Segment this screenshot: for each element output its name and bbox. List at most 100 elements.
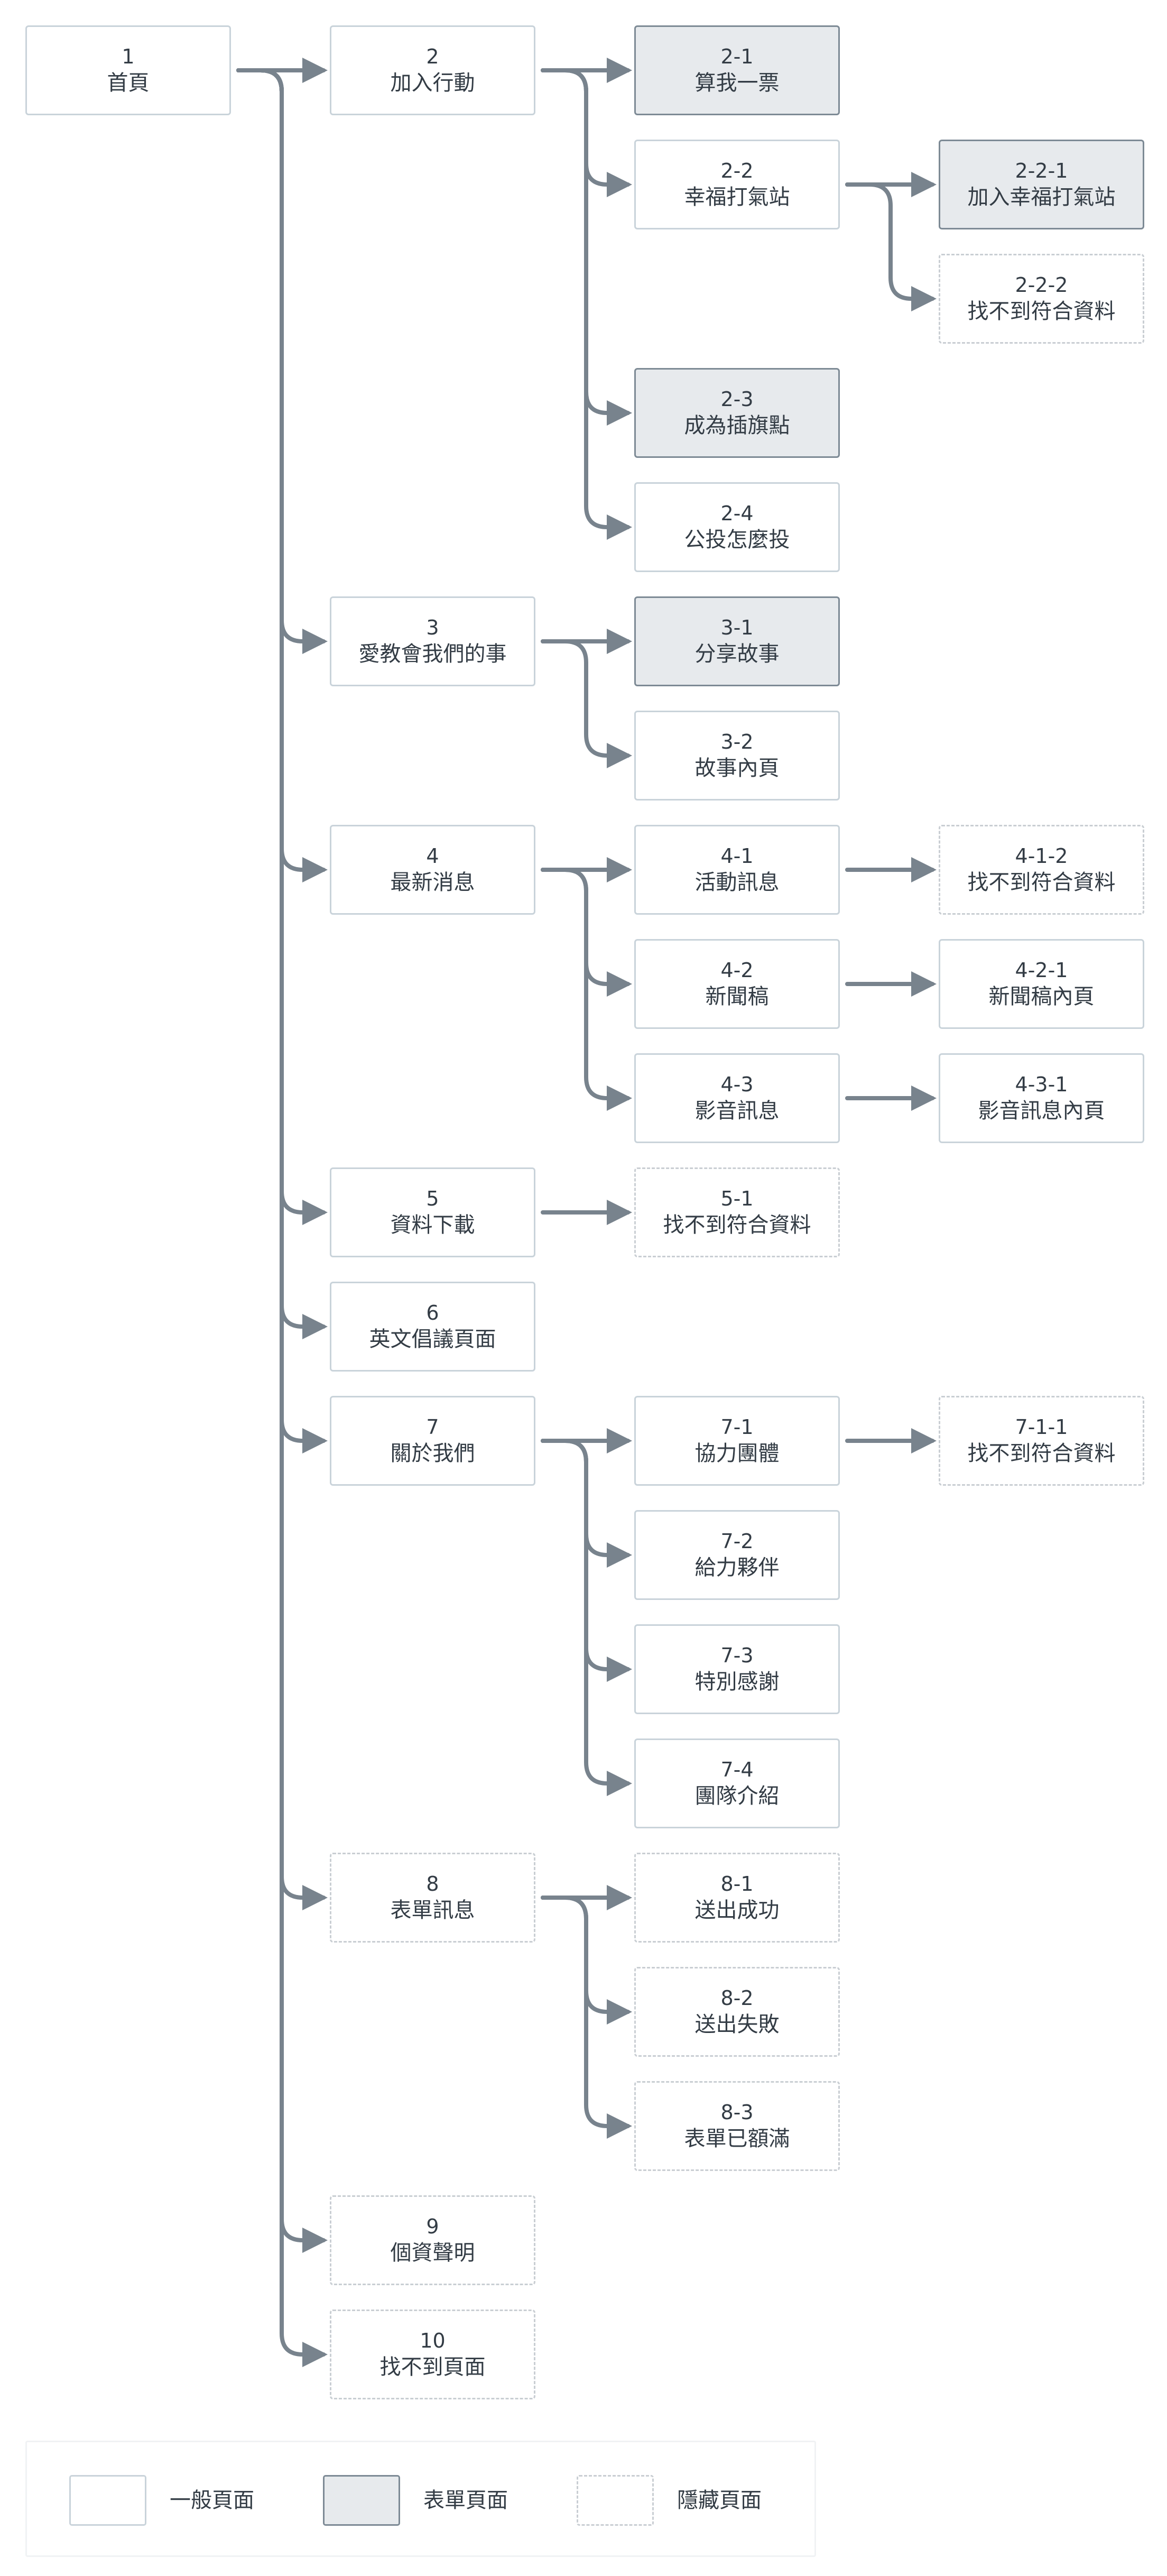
page-node-title: 最新消息 [390, 870, 475, 895]
connector-branch [236, 68, 328, 2367]
page-node-number: 4-3 [720, 1073, 754, 1096]
page-node-title: 首頁 [107, 71, 150, 95]
page-node-number: 2-4 [720, 502, 754, 525]
page-node-number: 2-2-2 [1015, 273, 1068, 297]
page-node-2-2: 2-2 幸福打氣站 [634, 140, 840, 229]
page-node-title: 英文倡議頁面 [369, 1327, 496, 1351]
page-node-title: 成為插旗點 [684, 413, 790, 438]
page-node-number: 4 [426, 844, 439, 868]
page-node-2-1: 2-1 算我一票 [634, 25, 840, 115]
page-node-title: 特別感謝 [694, 1670, 780, 1694]
page-node-title: 活動訊息 [694, 870, 780, 895]
page-node-number: 2-2 [720, 159, 754, 182]
page-node-title: 送出失敗 [694, 2012, 780, 2037]
page-node-title: 找不到符合資料 [967, 870, 1116, 895]
page-node-number: 4-2 [720, 959, 754, 982]
page-node-number: 8-1 [720, 1872, 754, 1896]
page-node-title: 個資聲明 [390, 2241, 475, 2265]
legend-swatch-hidden [577, 2475, 654, 2526]
page-node-3: 3 愛教會我們的事 [330, 596, 535, 686]
page-node-number: 3 [426, 616, 439, 639]
page-node-10: 10 找不到頁面 [330, 2310, 535, 2399]
legend-swatch-normal [69, 2475, 146, 2526]
page-node-number: 3-2 [720, 730, 754, 753]
page-node-number: 6 [426, 1301, 439, 1324]
page-node-number: 3-1 [720, 616, 754, 639]
page-node-number: 8-2 [720, 1986, 754, 2010]
page-node-title: 公投怎麼投 [684, 528, 790, 552]
page-node-number: 9 [426, 2215, 439, 2238]
page-node-title: 加入行動 [390, 71, 475, 95]
page-node-number: 7-1 [720, 1415, 754, 1439]
page-node-title: 送出成功 [694, 1898, 780, 1922]
page-node-title: 協力團體 [694, 1441, 780, 1466]
page-node-2: 2 加入行動 [330, 25, 535, 115]
connector-branch [541, 639, 632, 768]
page-node-number: 1 [122, 45, 135, 68]
page-node-number: 7 [426, 1415, 439, 1439]
page-node-title: 分享故事 [694, 642, 780, 666]
page-node-number: 2-3 [720, 388, 754, 411]
page-node-4-2: 4-2 新聞稿 [634, 939, 840, 1029]
page-node-4-2-1: 4-2-1 新聞稿內頁 [939, 939, 1144, 1029]
page-node-3-2: 3-2 故事內頁 [634, 711, 840, 801]
page-node-title: 愛教會我們的事 [358, 642, 507, 666]
page-node-title: 新聞稿內頁 [988, 985, 1095, 1009]
connector-branch [541, 868, 632, 1111]
page-node-number: 5 [426, 1187, 439, 1210]
page-node-1: 1 首頁 [25, 25, 231, 115]
page-node-number: 8 [426, 1872, 439, 1896]
connector-branch [541, 1896, 632, 2139]
page-node-3-1: 3-1 分享故事 [634, 596, 840, 686]
page-node-title: 故事內頁 [694, 756, 780, 780]
page-node-number: 2 [426, 45, 439, 68]
page-node-number: 4-1-2 [1015, 844, 1068, 868]
page-node-title: 找不到符合資料 [663, 1213, 811, 1237]
page-node-title: 表單訊息 [390, 1898, 475, 1922]
page-node-number: 2-2-1 [1015, 159, 1068, 182]
page-node-title: 資料下載 [390, 1213, 475, 1237]
page-node-title: 影音訊息內頁 [978, 1099, 1105, 1123]
page-node-4-3: 4-3 影音訊息 [634, 1053, 840, 1143]
page-node-number: 7-3 [720, 1644, 754, 1667]
page-node-2-2-1: 2-2-1 加入幸福打氣站 [939, 140, 1144, 229]
page-node-title: 關於我們 [390, 1441, 475, 1466]
page-node-5-1: 5-1 找不到符合資料 [634, 1167, 840, 1257]
page-node-title: 幸福打氣站 [684, 185, 790, 209]
legend-label-normal: 一般頁面 [170, 2488, 254, 2513]
connector-branch [541, 1439, 632, 1796]
page-node-title: 找不到頁面 [379, 2355, 486, 2379]
page-node-number: 7-2 [720, 1530, 754, 1553]
page-node-title: 新聞稿 [705, 985, 769, 1009]
page-node-7-3: 7-3 特別感謝 [634, 1624, 840, 1714]
page-node-title: 找不到符合資料 [967, 299, 1116, 324]
page-node-number: 4-2-1 [1015, 959, 1068, 982]
page-node-title: 算我一票 [694, 71, 780, 95]
page-node-title: 加入幸福打氣站 [967, 185, 1116, 209]
page-node-9: 9 個資聲明 [330, 2195, 535, 2285]
page-node-title: 影音訊息 [694, 1099, 780, 1123]
legend-label-hidden: 隱藏頁面 [677, 2488, 762, 2513]
page-node-6: 6 英文倡議頁面 [330, 1282, 535, 1372]
page-node-number: 5-1 [720, 1187, 754, 1210]
page-node-number: 2-1 [720, 45, 754, 68]
page-node-number: 10 [420, 2329, 446, 2352]
page-node-title: 找不到符合資料 [967, 1441, 1116, 1466]
page-node-number: 8-3 [720, 2101, 754, 2124]
page-node-number: 4-3-1 [1015, 1073, 1068, 1096]
legend: 一般頁面 表單頁面 隱藏頁面 [25, 2441, 816, 2557]
